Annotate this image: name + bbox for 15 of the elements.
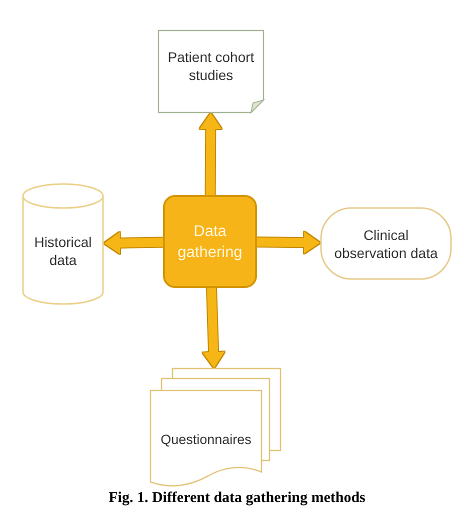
figure-caption: Fig. 1. Different data gathering methods: [108, 490, 366, 507]
process-box: [163, 195, 257, 288]
node-label: Historical data: [33, 233, 93, 269]
note-shape: [158, 30, 264, 113]
block-arrow: [200, 112, 222, 196]
node-label: Data gathering: [176, 222, 244, 262]
document-stack-shape: [150, 368, 282, 488]
rounded-terminal-box: [320, 207, 452, 280]
node-label: Patient cohort studies: [166, 48, 256, 84]
block-arrow: [104, 232, 164, 254]
node-label: Questionnaires: [160, 431, 252, 449]
block-arrow: [202, 288, 225, 368]
node-label: Clinical observation data: [333, 226, 439, 262]
database-cylinder: [22, 183, 104, 305]
block-arrow: [256, 232, 320, 254]
